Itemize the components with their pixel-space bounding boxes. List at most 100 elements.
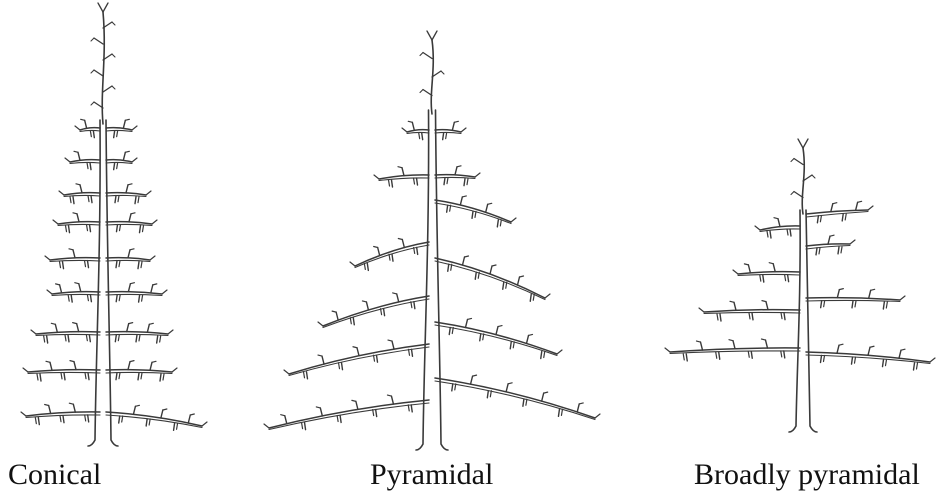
branch-tip (23, 368, 28, 372)
spur-up (49, 406, 51, 414)
spur-up (74, 362, 76, 370)
spur-down (541, 352, 542, 359)
leader-twig (794, 159, 803, 165)
spur-down-pair (85, 373, 86, 379)
spur-down (452, 384, 453, 391)
spur-up (50, 362, 52, 370)
branch-underside (435, 381, 595, 420)
leader-top-left (798, 139, 803, 148)
spur-down (89, 335, 90, 342)
spur-up (542, 393, 544, 401)
spur-down (790, 229, 791, 236)
spur-up (518, 277, 520, 285)
spur-up (85, 120, 87, 128)
spur-tip (56, 284, 60, 285)
spur-up (77, 324, 79, 332)
spur-up (55, 324, 57, 332)
spur-down (838, 247, 839, 254)
branch-tip (595, 414, 600, 418)
branch (738, 272, 800, 274)
spur-tip (454, 121, 458, 122)
spur-down-pair (506, 282, 507, 288)
spur-down-pair (177, 423, 178, 429)
spur-down-pair (787, 229, 788, 235)
spur-up (378, 248, 380, 256)
spur-down (816, 248, 817, 255)
trunk-outline-right (436, 110, 449, 450)
spur-up (856, 202, 858, 210)
spur-tip (697, 341, 701, 342)
spur-tip (839, 344, 843, 345)
spur-down (305, 423, 306, 430)
spur-tip (871, 289, 875, 290)
spur-tip (870, 346, 874, 347)
branch-underside (70, 162, 100, 163)
trunk-outline-left (88, 120, 100, 446)
spur-down (412, 349, 413, 356)
spur-tip (152, 361, 156, 362)
spur-down-pair (85, 261, 86, 267)
spur-tip (830, 235, 834, 236)
spur-tip (135, 405, 139, 406)
spur-down (340, 415, 341, 422)
branch-tip (21, 412, 26, 416)
branch (28, 370, 100, 372)
spur-down (719, 352, 720, 359)
spur-down-pair (845, 214, 846, 220)
spur-down (852, 357, 853, 364)
spur-down (475, 272, 476, 279)
spur-down-pair (820, 216, 821, 222)
spur-down-pair (446, 133, 447, 139)
spur-up (837, 345, 839, 353)
spur-up (466, 319, 468, 327)
spur-tip (374, 247, 378, 248)
spur-tip (190, 414, 194, 415)
leader-top-right (803, 139, 808, 148)
spur-tip (51, 323, 55, 324)
spur-down (342, 363, 343, 370)
spur-down-pair (119, 295, 120, 301)
spur-up (463, 257, 465, 265)
spur-down-pair (122, 416, 123, 422)
caption-pyramidal: Pyramidal (370, 458, 493, 492)
spur-down (751, 351, 752, 358)
spur-down (116, 261, 117, 268)
spur-down (68, 335, 69, 342)
spur-tip (76, 184, 80, 185)
leader-twig (794, 192, 803, 198)
branch-tip (545, 294, 550, 298)
spur-down-pair (141, 373, 142, 379)
spur-tip (774, 218, 778, 219)
spur-tip (408, 121, 412, 122)
branch-underside (106, 130, 132, 131)
spur-down-pair (490, 391, 491, 397)
spur-down (763, 275, 764, 282)
spur-down (497, 220, 498, 227)
spur-down-pair (117, 131, 118, 137)
spur-down-pair (855, 301, 856, 307)
branch-underside (806, 246, 850, 250)
spur-tip (73, 213, 77, 214)
spur-tip (508, 383, 512, 384)
spur-up (402, 240, 404, 248)
spur-down-pair (381, 309, 382, 315)
leader-twig-tip (91, 70, 94, 73)
spur-down (64, 373, 65, 380)
spur-down-pair (364, 263, 365, 269)
branch (106, 160, 132, 162)
spur-down (71, 295, 72, 302)
spur-tip (362, 301, 366, 302)
branch (106, 292, 162, 294)
branch (704, 310, 800, 312)
spur-up (73, 404, 75, 412)
spur-down (353, 318, 354, 325)
spur-up (73, 250, 75, 258)
branch-tip (132, 126, 137, 130)
spur-down (784, 351, 785, 358)
spur-down (448, 264, 449, 271)
branch-underside (106, 294, 162, 295)
spur-down-pair (760, 275, 761, 281)
spur-down-pair (87, 295, 88, 301)
branch-tip (350, 262, 355, 266)
branch-tip (172, 368, 177, 372)
